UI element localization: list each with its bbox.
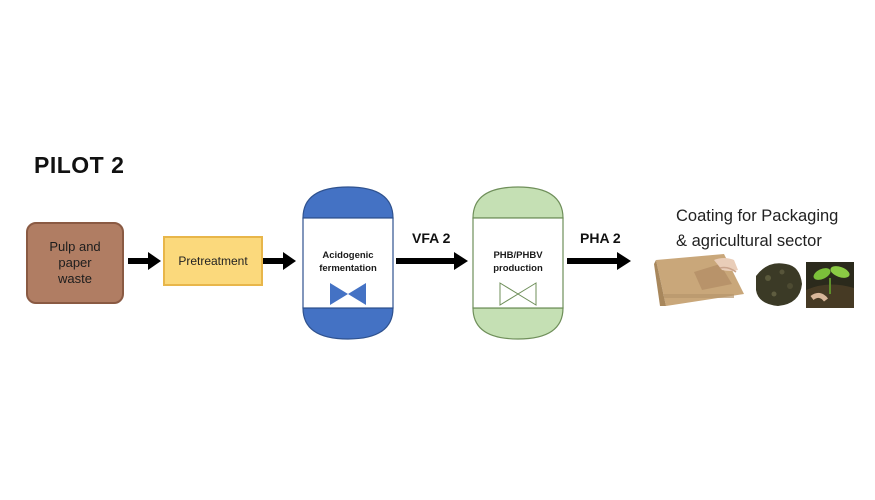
pha-label: PHA 2 (580, 230, 621, 246)
valve-icon (499, 282, 537, 306)
arrow-reactor-to-production (396, 252, 468, 270)
valve-icon (330, 283, 366, 305)
production-reactor (472, 186, 564, 340)
feedstock-box: Pulp and paper waste (26, 222, 124, 304)
paper-packaging-image (654, 250, 746, 308)
arrow-feedstock-to-pretreatment (128, 252, 161, 270)
reactor1-label: Acidogenic fermentation (319, 250, 377, 274)
arrow-production-to-output (567, 252, 631, 270)
arrow-pretreatment-to-reactor (263, 252, 296, 270)
diagram-title: PILOT 2 (34, 152, 125, 178)
output-label: Coating for Packaging & agricultural sec… (676, 207, 839, 250)
reactor2-label: PHB/PHBV production (493, 250, 543, 274)
acidogenic-reactor (302, 186, 394, 340)
soil-seedling-image (756, 254, 854, 308)
pretreatment-box: Pretreatment (163, 236, 263, 286)
vfa-label: VFA 2 (412, 230, 451, 246)
